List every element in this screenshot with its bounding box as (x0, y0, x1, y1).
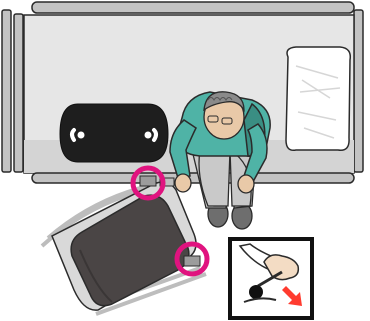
patient-icon (170, 92, 270, 229)
hand-brake-inset-icon (230, 239, 312, 318)
transfer-board-icon (60, 104, 168, 162)
pillow-icon (286, 47, 350, 150)
